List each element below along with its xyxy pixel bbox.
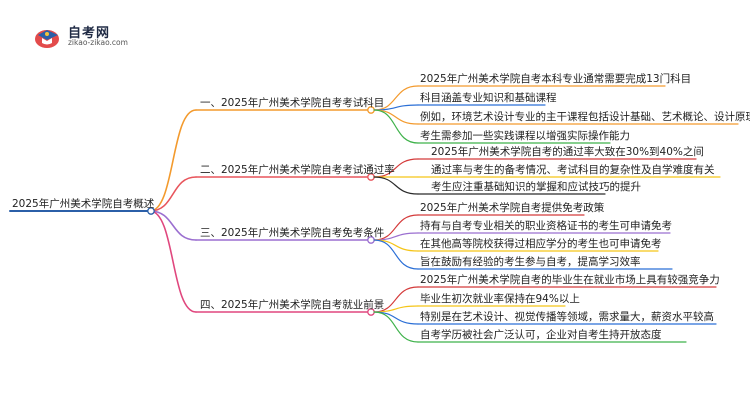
logo-title: 自考网: [68, 26, 111, 41]
edge-branch-1-leaf-4: [373, 109, 419, 144]
branch-2-label[interactable]: 二、2025年广州美术学院自考考试通过率: [200, 163, 395, 176]
edge-root-branch-2: [149, 176, 197, 212]
edge-branch-2-leaf-3: [373, 176, 419, 195]
branch-1-label[interactable]: 一、2025年广州美术学院自考考试科目: [200, 96, 384, 109]
leaf-4-4[interactable]: 自考学历被社会广泛认可，企业对自考生持开放态度: [420, 328, 662, 341]
edge-branch-3-leaf-4: [373, 239, 419, 270]
leaf-3-4[interactable]: 旨在鼓励有经验的考生参与自考，提高学习效率: [420, 255, 641, 268]
root-node-label[interactable]: 2025年广州美术学院自考概述: [12, 197, 155, 210]
leaf-1-2[interactable]: 科目涵盖专业知识和基础课程: [420, 91, 557, 104]
branch-3-label[interactable]: 三、2025年广州美术学院自考免考条件: [200, 226, 384, 239]
edge-branch-4-leaf-4: [373, 311, 419, 343]
leaf-3-2[interactable]: 持有与自考专业相关的职业资格证书的考生可申请免考: [420, 219, 672, 232]
mindmap-edges: [9, 85, 739, 343]
edge-root-branch-4: [149, 210, 197, 313]
leaf-2-3[interactable]: 考生应注重基础知识的掌握和应试技巧的提升: [431, 180, 641, 193]
site-logo[interactable]: 自考网 zikao-zikao.com: [32, 22, 182, 52]
edge-branch-4-leaf-3: [373, 311, 419, 325]
graduation-cap-icon: [35, 30, 59, 48]
edge-branch-1-leaf-3: [373, 109, 419, 125]
leaf-4-1[interactable]: 2025年广州美术学院自考的毕业生在就业市场上具有较强竞争力: [420, 273, 720, 286]
leaf-3-3[interactable]: 在其他高等院校获得过相应学分的考生也可申请免考: [420, 237, 662, 250]
leaf-2-2[interactable]: 通过率与考生的备考情况、考试科目的复杂性及自学难度有关: [431, 163, 715, 176]
logo-subtitle: zikao-zikao.com: [68, 38, 128, 47]
leaf-1-1[interactable]: 2025年广州美术学院自考本科专业通常需要完成13门科目: [420, 72, 691, 85]
leaf-2-1[interactable]: 2025年广州美术学院自考的通过率大致在30%到40%之间: [431, 145, 704, 158]
edge-branch-3-leaf-3: [373, 239, 419, 252]
mindmap-nodes: 2025年广州美术学院自考概述 一、2025年广州美术学院自考考试科目 二、20…: [12, 72, 750, 341]
root-collapse-toggle[interactable]: [147, 207, 155, 215]
leaf-1-3[interactable]: 例如，环境艺术设计专业的主干课程包括设计基础、艺术概论、设计原理等: [420, 110, 750, 123]
edge-root-branch-1: [149, 109, 197, 212]
branch-4-label[interactable]: 四、2025年广州美术学院自考就业前景: [200, 298, 384, 311]
leaf-1-4[interactable]: 考生需参加一些实践课程以增强实际操作能力: [420, 129, 630, 142]
edge-root-branch-3: [149, 210, 197, 241]
leaf-4-2[interactable]: 毕业生初次就业率保持在94%以上: [420, 292, 580, 305]
leaf-3-1[interactable]: 2025年广州美术学院自考提供免考政策: [420, 201, 605, 214]
leaf-4-3[interactable]: 特别是在艺术设计、视觉传播等领域，需求量大，薪资水平较高: [420, 310, 714, 323]
